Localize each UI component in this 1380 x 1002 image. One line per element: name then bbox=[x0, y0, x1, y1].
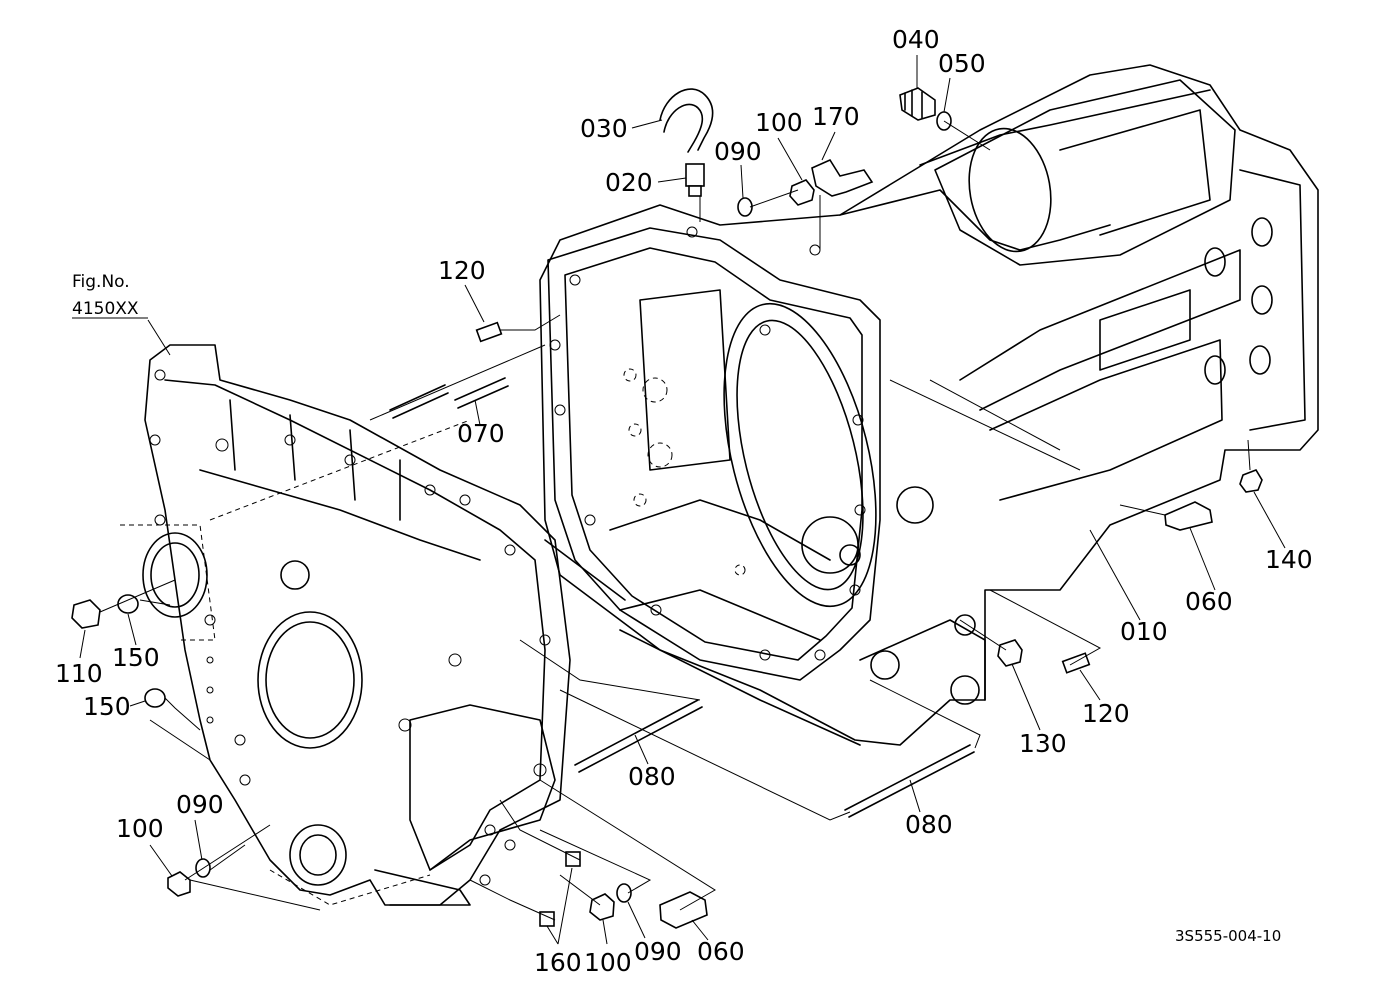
label-100-top: 100 bbox=[755, 108, 803, 137]
label-040: 040 bbox=[892, 25, 940, 54]
label-110: 110 bbox=[55, 659, 103, 688]
label-150-b: 150 bbox=[83, 692, 131, 721]
label-010: 010 bbox=[1120, 617, 1168, 646]
part-030-hose bbox=[659, 88, 714, 153]
part-110-plug bbox=[71, 599, 101, 629]
leader-lines bbox=[72, 55, 1286, 945]
part-060-bolt-right bbox=[1164, 501, 1213, 531]
label-020: 020 bbox=[605, 168, 653, 197]
figure-ref-number: 4150XX bbox=[72, 299, 139, 319]
part-100-nut-bottom bbox=[589, 893, 615, 921]
part-140-bolt bbox=[1239, 469, 1263, 493]
part-020-fitting bbox=[685, 163, 705, 197]
label-090-bottom: 090 bbox=[634, 937, 682, 966]
label-060-bottom: 060 bbox=[697, 937, 745, 966]
part-090-washer-top bbox=[737, 197, 753, 217]
label-100-bottom: 100 bbox=[584, 948, 632, 977]
part-070-studs bbox=[389, 377, 509, 419]
part-labels: Fig.No. 4150XX 030 020 040 050 090 100 1… bbox=[55, 25, 1313, 977]
drawing-code: 3S555-004-10 bbox=[1175, 927, 1281, 945]
part-060-bolt-bottom bbox=[659, 891, 708, 929]
part-150-plug-a bbox=[117, 594, 139, 614]
label-120-top: 120 bbox=[438, 256, 486, 285]
part-080-studs bbox=[574, 699, 975, 818]
label-050: 050 bbox=[938, 49, 986, 78]
label-170: 170 bbox=[812, 102, 860, 131]
assembly-lines bbox=[99, 120, 1251, 921]
label-130: 130 bbox=[1019, 729, 1067, 758]
transmission-case bbox=[539, 64, 1319, 746]
part-100-nut-left bbox=[167, 871, 191, 897]
part-040-plug bbox=[899, 87, 936, 121]
label-150-a: 150 bbox=[112, 643, 160, 672]
part-100-nut-top bbox=[789, 179, 815, 206]
label-030: 030 bbox=[580, 114, 628, 143]
front-housing bbox=[120, 344, 571, 906]
label-080-center: 080 bbox=[628, 762, 676, 791]
label-100-left: 100 bbox=[116, 814, 164, 843]
part-120-pin-top bbox=[475, 321, 503, 343]
label-140: 140 bbox=[1265, 545, 1313, 574]
label-120-right: 120 bbox=[1082, 699, 1130, 728]
label-060-right: 060 bbox=[1185, 587, 1233, 616]
label-070: 070 bbox=[457, 419, 505, 448]
label-160: 160 bbox=[534, 948, 582, 977]
part-150-plug-b bbox=[144, 688, 166, 708]
figure-ref-title: Fig.No. bbox=[72, 272, 130, 292]
label-090-left: 090 bbox=[176, 790, 224, 819]
part-090-washer-left bbox=[195, 858, 211, 878]
label-080-right: 080 bbox=[905, 810, 953, 839]
part-090-washer-bottom bbox=[616, 883, 632, 903]
label-090-top: 090 bbox=[714, 137, 762, 166]
part-130-bolt bbox=[997, 639, 1023, 667]
part-160-bolt-a bbox=[565, 851, 581, 867]
part-170-elbow bbox=[811, 158, 874, 197]
